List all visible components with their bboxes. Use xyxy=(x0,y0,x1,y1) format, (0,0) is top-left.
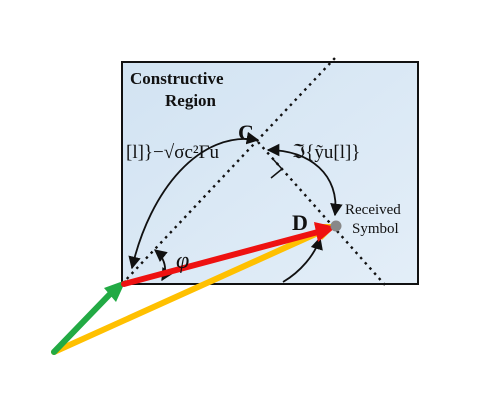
green-vector xyxy=(51,289,115,355)
phi-label: φ xyxy=(176,248,189,274)
green-vector-head xyxy=(104,280,126,302)
formula-left: [l]}−√σc²Γu xyxy=(126,142,220,163)
formula-right: ℑ{ỹu[l]} xyxy=(292,142,360,163)
red-vector xyxy=(121,229,321,287)
region-title-line2: Region xyxy=(165,91,217,110)
yellow-vector xyxy=(51,229,323,355)
point-d-label: D xyxy=(292,210,308,235)
region-title-line1: Constructive xyxy=(130,69,224,88)
point-c-label: C xyxy=(238,120,254,145)
received-label-line2: Symbol xyxy=(352,221,399,237)
arc-c-to-received-arrow xyxy=(266,143,343,217)
received-label-line1: Received xyxy=(345,202,401,218)
red-vector-head xyxy=(314,222,336,242)
received-symbol-marker xyxy=(330,220,342,232)
small-curved-arrow xyxy=(282,236,323,283)
arc-origin-to-c-arrow xyxy=(128,131,260,270)
phi-angle-arc xyxy=(154,249,174,282)
